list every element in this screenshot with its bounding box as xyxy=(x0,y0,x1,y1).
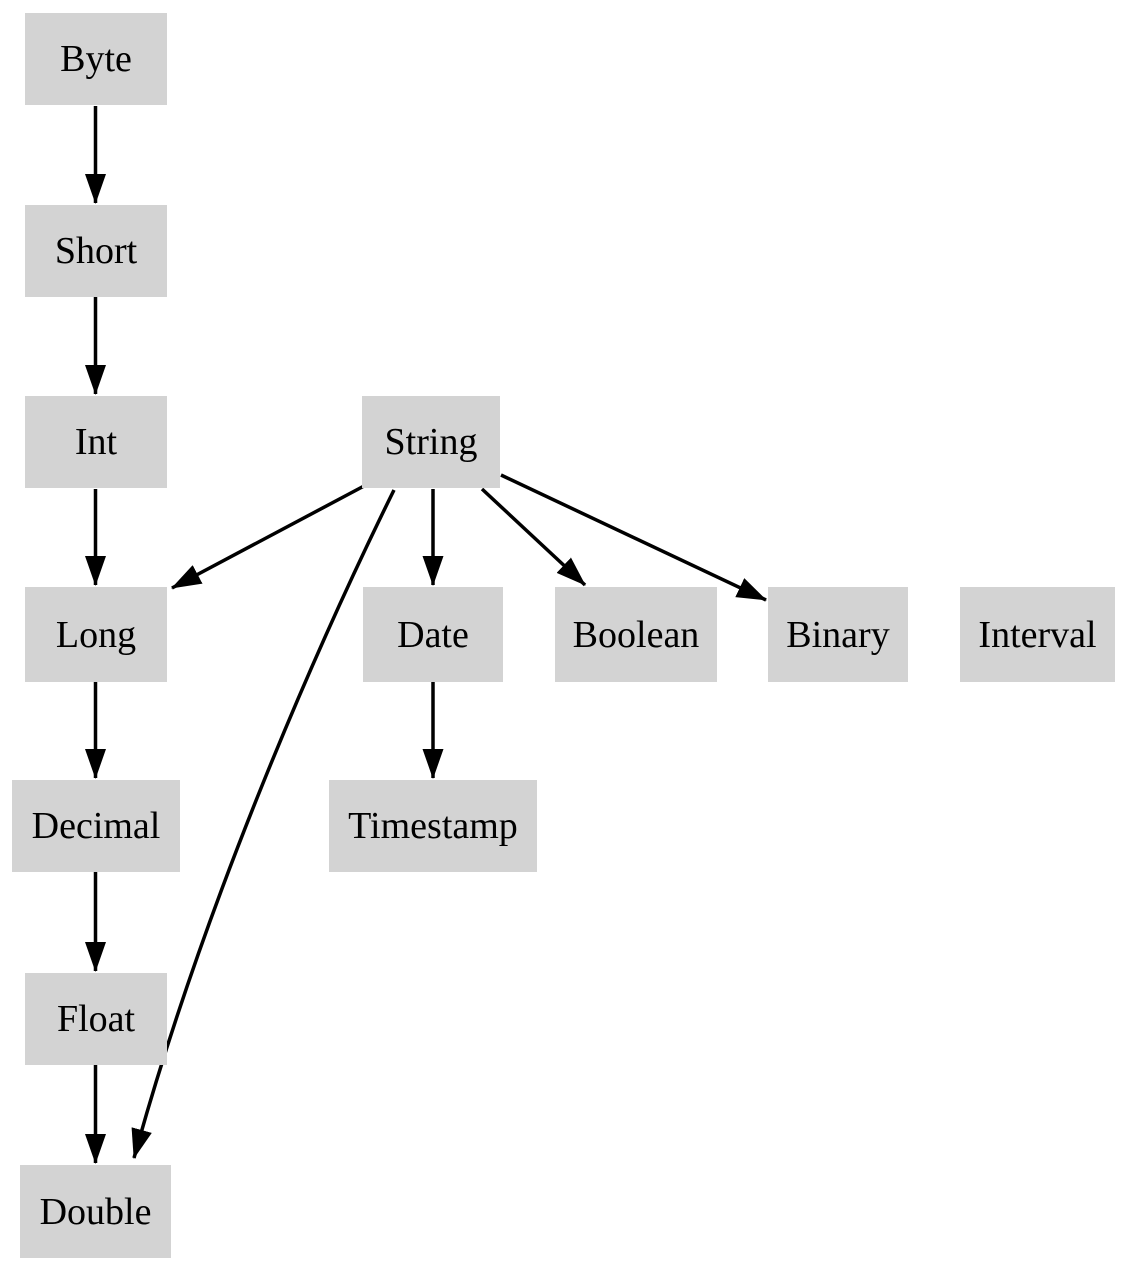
node-timestamp: Timestamp xyxy=(329,780,537,872)
node-interval: Interval xyxy=(960,587,1115,682)
edge-string-boolean xyxy=(480,487,587,587)
node-boolean: Boolean xyxy=(555,587,717,682)
node-binary: Binary xyxy=(768,587,908,682)
node-date: Date xyxy=(363,587,503,682)
node-decimal: Decimal xyxy=(12,780,180,872)
node-byte: Byte xyxy=(25,13,167,105)
node-long: Long xyxy=(25,587,167,682)
node-double: Double xyxy=(20,1165,171,1258)
node-string: String xyxy=(362,396,500,488)
edge-string-binary xyxy=(500,473,767,602)
edge-string-long xyxy=(171,484,365,590)
node-int: Int xyxy=(25,396,167,488)
node-short: Short xyxy=(25,205,167,297)
node-float: Float xyxy=(25,973,167,1065)
